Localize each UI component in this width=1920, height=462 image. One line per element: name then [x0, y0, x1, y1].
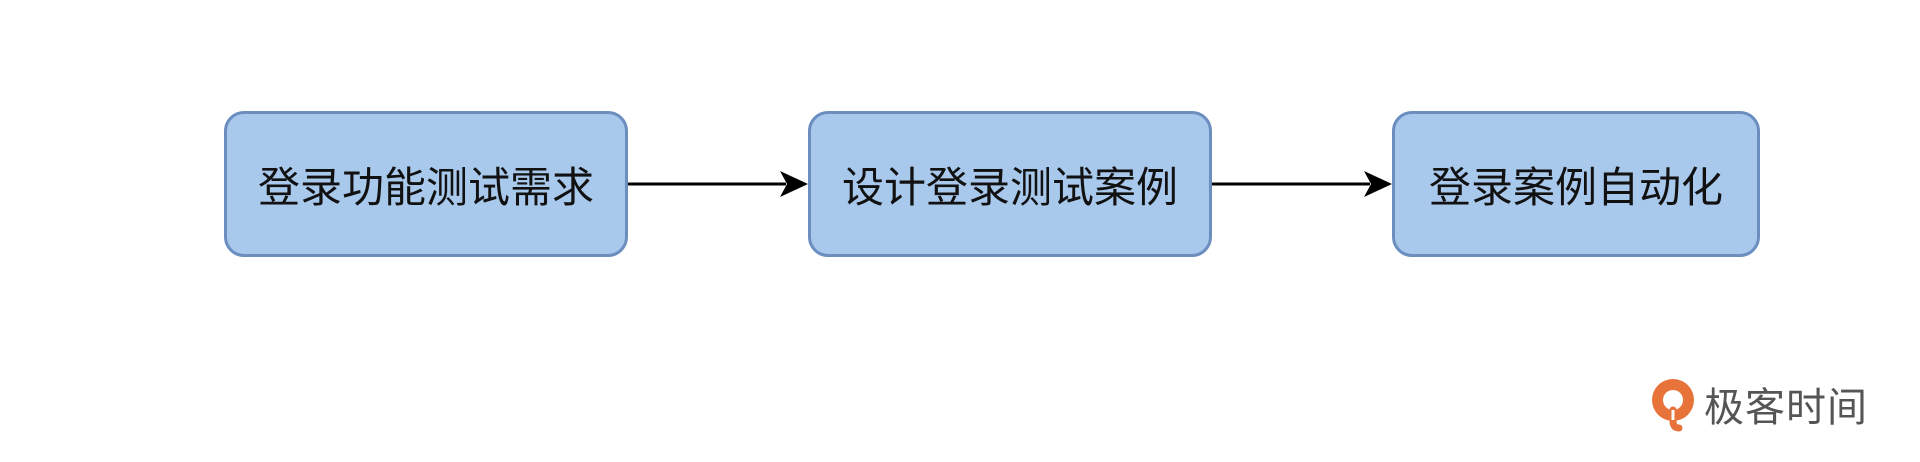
geekbang-logo-icon — [1652, 379, 1694, 432]
brand-name: 极客时间 — [1704, 385, 1868, 431]
arrow-1-to-2 — [628, 171, 808, 197]
arrow-2-to-3 — [1212, 171, 1392, 197]
flow-step-label: 登录案例自动化 — [1428, 162, 1723, 212]
flow-step-automation: 登录案例自动化 — [1392, 111, 1760, 257]
brand-watermark: 极客时间 — [1648, 376, 1868, 432]
flow-step-requirements: 登录功能测试需求 — [224, 111, 628, 257]
flow-step-design-cases: 设计登录测试案例 — [808, 111, 1212, 257]
flow-step-label: 登录功能测试需求 — [257, 162, 594, 212]
flow-step-label: 设计登录测试案例 — [841, 162, 1178, 212]
